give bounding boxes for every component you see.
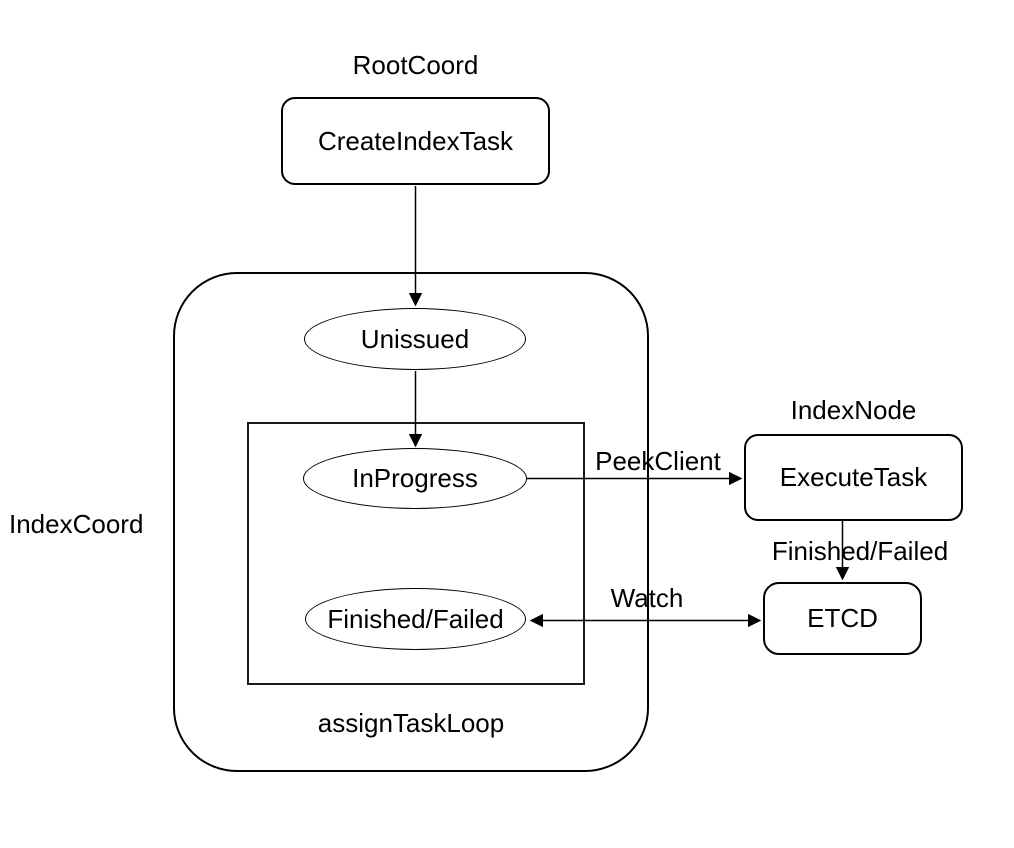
node-in-progress: InProgress xyxy=(303,448,527,509)
edge-label-peekclient: PeekClient xyxy=(595,446,721,476)
node-execute-task: ExecuteTask xyxy=(744,434,963,521)
node-etcd: ETCD xyxy=(763,582,922,655)
indexcoord-container xyxy=(173,272,649,772)
node-unissued-label: Unissued xyxy=(360,323,470,354)
node-create-index-task: CreateIndexTask xyxy=(281,97,550,185)
node-unissued: Unissued xyxy=(304,308,526,370)
rootcoord-group-label: RootCoord xyxy=(352,50,479,80)
node-finished-failed-label: Finished/Failed xyxy=(327,603,504,634)
edge-label-finished-failed: Finished/Failed xyxy=(771,536,949,566)
indexnode-group-label: IndexNode xyxy=(790,395,917,425)
edge-label-watch: Watch xyxy=(610,583,684,613)
node-execute-task-label: ExecuteTask xyxy=(779,462,928,492)
assigntaskloop-label: assignTaskLoop xyxy=(317,708,505,738)
node-in-progress-label: InProgress xyxy=(352,463,478,493)
indexcoord-group-label: IndexCoord xyxy=(9,509,144,539)
node-finished-failed: Finished/Failed xyxy=(305,588,526,650)
node-etcd-label: ETCD xyxy=(807,603,878,633)
node-create-index-task-label: CreateIndexTask xyxy=(317,125,514,156)
